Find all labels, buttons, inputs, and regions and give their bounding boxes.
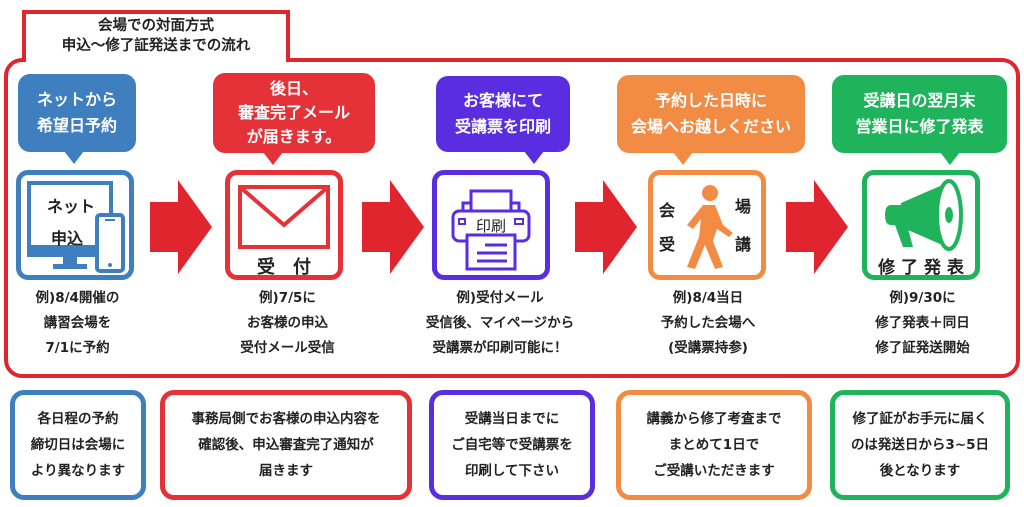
note-line: ご自宅等で受講票を [451, 437, 573, 453]
step-3-bubble: お客様にて 受講票を印刷 [436, 76, 570, 164]
note-line: 後となります [879, 463, 961, 479]
step-2-icon-box: 受 付 [225, 170, 343, 280]
note-line: まとめて1日で [668, 437, 760, 453]
step-1-icon-label: 申込 [51, 229, 84, 248]
caption-line: 例)9/30に [889, 290, 956, 306]
step-1-bubble-line: 希望日予約 [36, 116, 117, 135]
note-line: より異なります [30, 463, 126, 479]
step-2-caption: 例)7/5に お客様の申込 受付メール受信 [220, 286, 355, 361]
note-orange: 講義から修了考査まで まとめて1日で ご受講いただきます [616, 390, 812, 500]
step-3-icon-box: 印刷 [432, 170, 550, 280]
arrow-right-icon [786, 180, 848, 274]
note-line: 印刷して下さい [464, 463, 560, 479]
step-2-bubble-line: 後日、 [269, 79, 318, 98]
step-5-bubble-line: 営業日に修了発表 [855, 117, 984, 136]
caption-line: 受信後、マイページから [425, 315, 575, 331]
envelope-icon [238, 185, 330, 249]
note-red: 事務局側でお客様の申込内容を 確認後、申込審査完了通知が 届きます [160, 390, 412, 500]
caption-line: 修了証発送開始 [875, 340, 970, 356]
step-5-icon-label: 修 了 発 表 [878, 258, 964, 278]
step-2-icon-label: 受 付 [257, 257, 311, 278]
caption-line: 例)受付メール [456, 290, 544, 306]
note-line: 締切日は会場に [30, 437, 126, 453]
step-3-caption: 例)受付メール 受信後、マイページから 受講票が印刷可能に！ [410, 286, 590, 361]
caption-line: お客様の申込 [247, 315, 328, 331]
step-1-icon-box: ネット 申込 [16, 170, 134, 280]
note-line: のは発送日から3~5日 [850, 437, 990, 453]
note-line: ご受講いただきます [653, 463, 775, 479]
arrow-right-icon [150, 180, 212, 274]
caption-line: 7/1に予約 [45, 340, 110, 356]
note-purple: 受講当日までに ご自宅等で受講票を 印刷して下さい [429, 390, 595, 500]
title-line-2: 申込～修了証発送までの流れ [61, 38, 251, 54]
caption-line: 例)8/4当日 [672, 290, 744, 306]
step-4-icon-label: 会 [659, 201, 676, 220]
step-4-bubble-line: 予約した日時に [654, 91, 767, 110]
step-5-caption: 例)9/30に 修了発表＋同日 修了証発送開始 [850, 286, 995, 361]
step-5-bubble: 受講日の翌月末 営業日に修了発表 [832, 75, 1007, 165]
note-line: 修了証がお手元に届く [852, 411, 988, 427]
note-line: 受講当日までに [464, 411, 560, 427]
note-line: 講義から修了考査まで [646, 411, 782, 427]
caption-line: 予約した会場へ [660, 315, 756, 331]
caption-line: (受講票持参) [668, 340, 748, 356]
arrow-right-icon [575, 180, 637, 274]
note-line: 確認後、申込審査完了通知が [198, 437, 374, 453]
title-line-1: 会場での対面方式 [98, 18, 214, 34]
printer-icon [451, 189, 531, 271]
step-2-bubble-line: が届きます。 [246, 127, 342, 146]
caption-line: 例)7/5に [259, 290, 316, 306]
walking-person-icon [687, 185, 733, 269]
step-2-bubble: 後日、 審査完了メール が届きます。 [213, 73, 375, 165]
caption-line: 受付メール受信 [240, 340, 335, 356]
caption-line: 修了発表＋同日 [875, 315, 970, 331]
step-3-bubble-line: 受講票を印刷 [454, 117, 551, 136]
step-1-bubble: ネットから 希望日予約 [18, 74, 136, 164]
step-4-bubble-line: 会場へお越しください [630, 117, 791, 136]
step-5-bubble-line: 受講日の翌月末 [863, 91, 976, 110]
caption-line: 例)8/4開催の [35, 290, 120, 306]
step-1-bubble-line: ネットから [36, 90, 117, 109]
step-4-icon-label: 受 [659, 235, 676, 254]
step-3-bubble-line: お客様にて [462, 91, 543, 110]
step-2-bubble-line: 審査完了メール [237, 103, 350, 122]
step-4-icon-label: 講 [735, 235, 752, 254]
caption-line: 講習会場を [43, 315, 112, 331]
note-line: 届きます [259, 463, 313, 479]
note-blue: 各日程の予約 締切日は会場に より異なります [10, 390, 146, 500]
step-4-bubble: 予約した日時に 会場へお越しください [617, 75, 805, 165]
step-4-icon-box: 会 場 受 講 [648, 170, 766, 280]
arrow-right-icon [362, 180, 424, 274]
megaphone-icon [885, 179, 963, 251]
note-line: 事務局側でお客様の申込内容を [191, 411, 381, 427]
step-4-icon-label: 場 [735, 197, 752, 216]
computer-smartphone-icon [27, 181, 125, 273]
step-1-icon-label: ネット [47, 197, 96, 216]
note-line: 各日程の予約 [37, 411, 119, 427]
diagram-title: 会場での対面方式 申込～修了証発送までの流れ [22, 10, 290, 62]
step-4-caption: 例)8/4当日 予約した会場へ (受講票持参) [638, 286, 778, 361]
step-3-icon-label: 印刷 [475, 217, 506, 235]
caption-line: 受講票が印刷可能に！ [432, 340, 568, 356]
step-1-caption: 例)8/4開催の 講習会場を 7/1に予約 [10, 286, 145, 361]
note-green: 修了証がお手元に届く のは発送日から3~5日 後となります [830, 390, 1010, 500]
step-5-icon-box: 修 了 発 表 [862, 170, 980, 280]
